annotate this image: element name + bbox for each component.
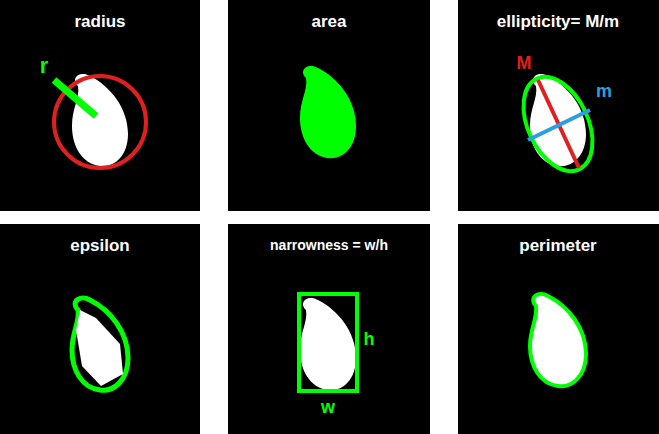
- area-figure: [300, 66, 356, 158]
- panel-title: area: [312, 13, 347, 32]
- panel-title: perimeter: [519, 237, 596, 256]
- panel-title: ellipticity= M/m: [497, 13, 619, 32]
- radius-figure: [54, 74, 146, 168]
- radius-label: r: [40, 54, 49, 78]
- panel-title: radius: [74, 13, 125, 32]
- image-panel: perimeter: [458, 224, 659, 434]
- epsilon-figure: [72, 298, 128, 390]
- panel-title: narrowness = w/h: [270, 238, 388, 253]
- major-axis-label: M: [517, 54, 532, 74]
- height-label: h: [364, 330, 375, 350]
- image-panel: ellipticity= M/mMm: [458, 0, 659, 211]
- image-panel: narrowness = w/h h w: [228, 224, 430, 434]
- ellipticity-figure: [510, 66, 607, 182]
- panel-title: epsilon: [70, 237, 130, 256]
- perimeter-figure: [530, 294, 586, 386]
- narrowness-figure: [299, 294, 357, 391]
- image-panel: area: [228, 0, 430, 211]
- width-label: w: [321, 398, 335, 418]
- minor-axis-label: m: [596, 82, 612, 102]
- image-panel: radius r: [0, 0, 200, 211]
- image-panel: epsilon: [0, 224, 200, 434]
